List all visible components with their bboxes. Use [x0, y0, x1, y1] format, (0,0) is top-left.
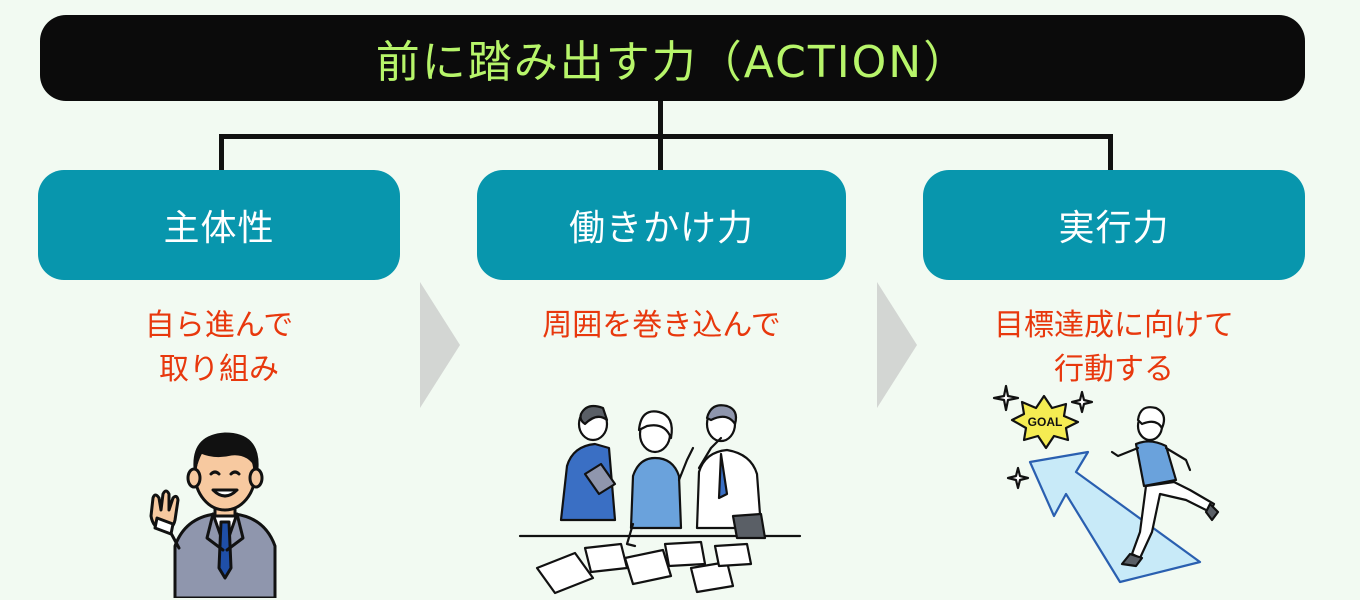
connector-center — [658, 134, 663, 172]
pill-label: 働きかけ力 — [568, 208, 754, 249]
description-jikkouryoku: 目標達成に向けて 行動する — [923, 304, 1305, 392]
description-line: 行動する — [1054, 352, 1174, 387]
title-bar: 前に踏み出す力（ACTION） — [40, 15, 1305, 101]
connector-horizontal — [219, 134, 1113, 139]
runner-goal-icon: GOAL — [992, 384, 1220, 584]
pill-jikkouryoku: 実行力 — [923, 170, 1305, 280]
goal-sign-text: GOAL — [1028, 415, 1063, 429]
businessman-waving-icon — [149, 432, 277, 598]
pill-shutaisei: 主体性 — [38, 170, 400, 280]
description-line: 自ら進んで — [144, 308, 294, 343]
connector-right — [1108, 134, 1113, 172]
description-line: 取り組み — [159, 352, 279, 387]
connector-stem — [658, 101, 663, 137]
diagram-title: 前に踏み出す力（ACTION） — [375, 37, 970, 88]
chevron-right-icon — [877, 282, 917, 408]
description-hatarakikake: 周囲を巻き込んで — [477, 304, 846, 348]
pill-label: 実行力 — [1058, 208, 1170, 249]
description-shutaisei: 自ら進んで 取り組み — [38, 304, 400, 392]
pill-label: 主体性 — [163, 208, 275, 249]
chevron-right-icon — [420, 282, 460, 408]
connector-left — [219, 134, 224, 172]
team-discussion-icon — [518, 404, 802, 595]
description-line: 目標達成に向けて — [994, 308, 1234, 343]
description-line: 周囲を巻き込んで — [542, 308, 781, 343]
pill-hatarakikake: 働きかけ力 — [477, 170, 846, 280]
